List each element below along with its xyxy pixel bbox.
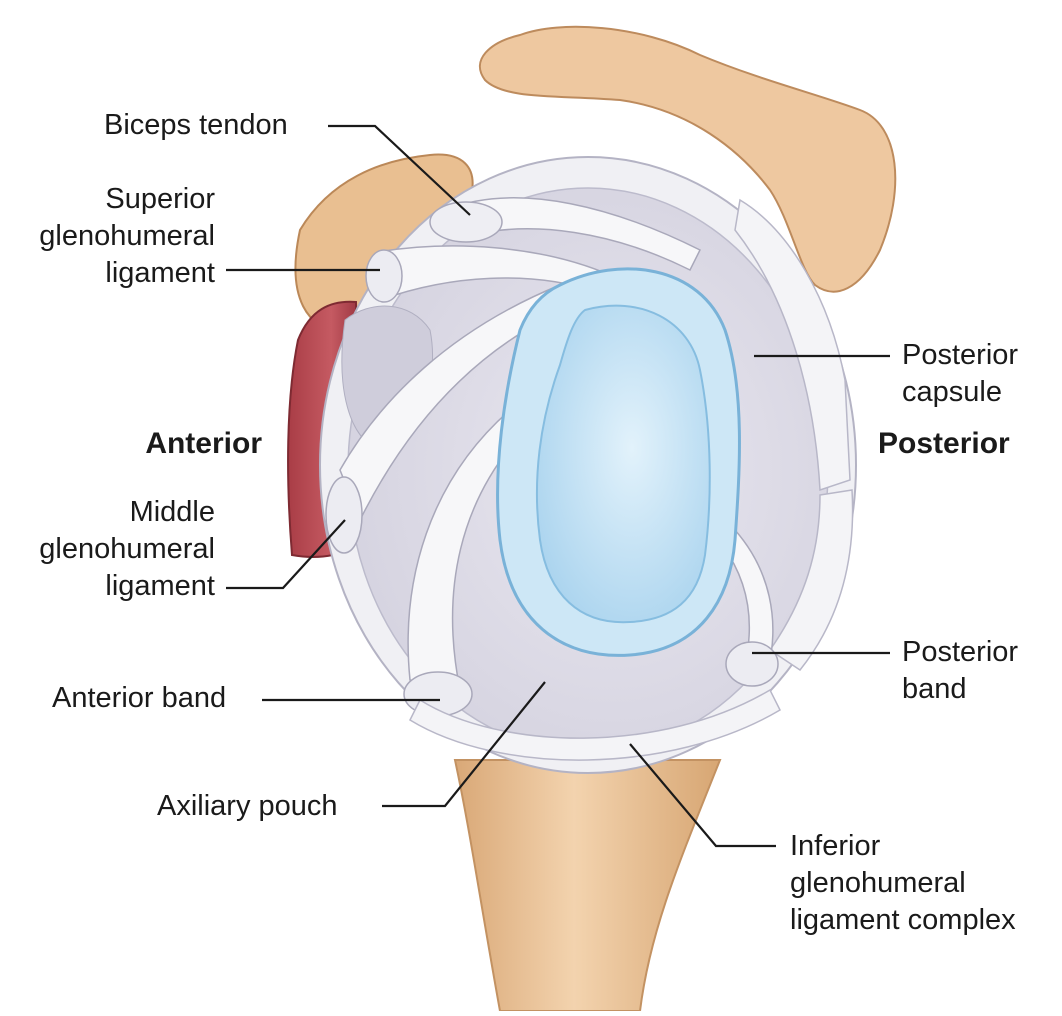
label-superior-glenohumeral-ligament: Superior glenohumeral ligament <box>39 181 215 292</box>
label-axillary-pouch: Axiliary pouch <box>157 788 338 825</box>
leader-inferior-ghl <box>630 744 776 846</box>
label-anterior: Anterior <box>145 425 262 462</box>
label-posterior: Posterior <box>878 425 1010 462</box>
label-posterior-band: Posterior band <box>902 634 1018 708</box>
leader-biceps-tendon <box>328 126 470 215</box>
label-posterior-capsule: Posterior capsule <box>902 337 1018 411</box>
label-inferior-glenohumeral-ligament-complex: Inferior glenohumeral ligament complex <box>790 828 1016 939</box>
label-biceps-tendon: Biceps tendon <box>104 107 288 144</box>
label-middle-glenohumeral-ligament: Middle glenohumeral ligament <box>39 494 215 605</box>
label-anterior-band: Anterior band <box>52 680 226 717</box>
leader-middle-ghl <box>226 520 345 588</box>
